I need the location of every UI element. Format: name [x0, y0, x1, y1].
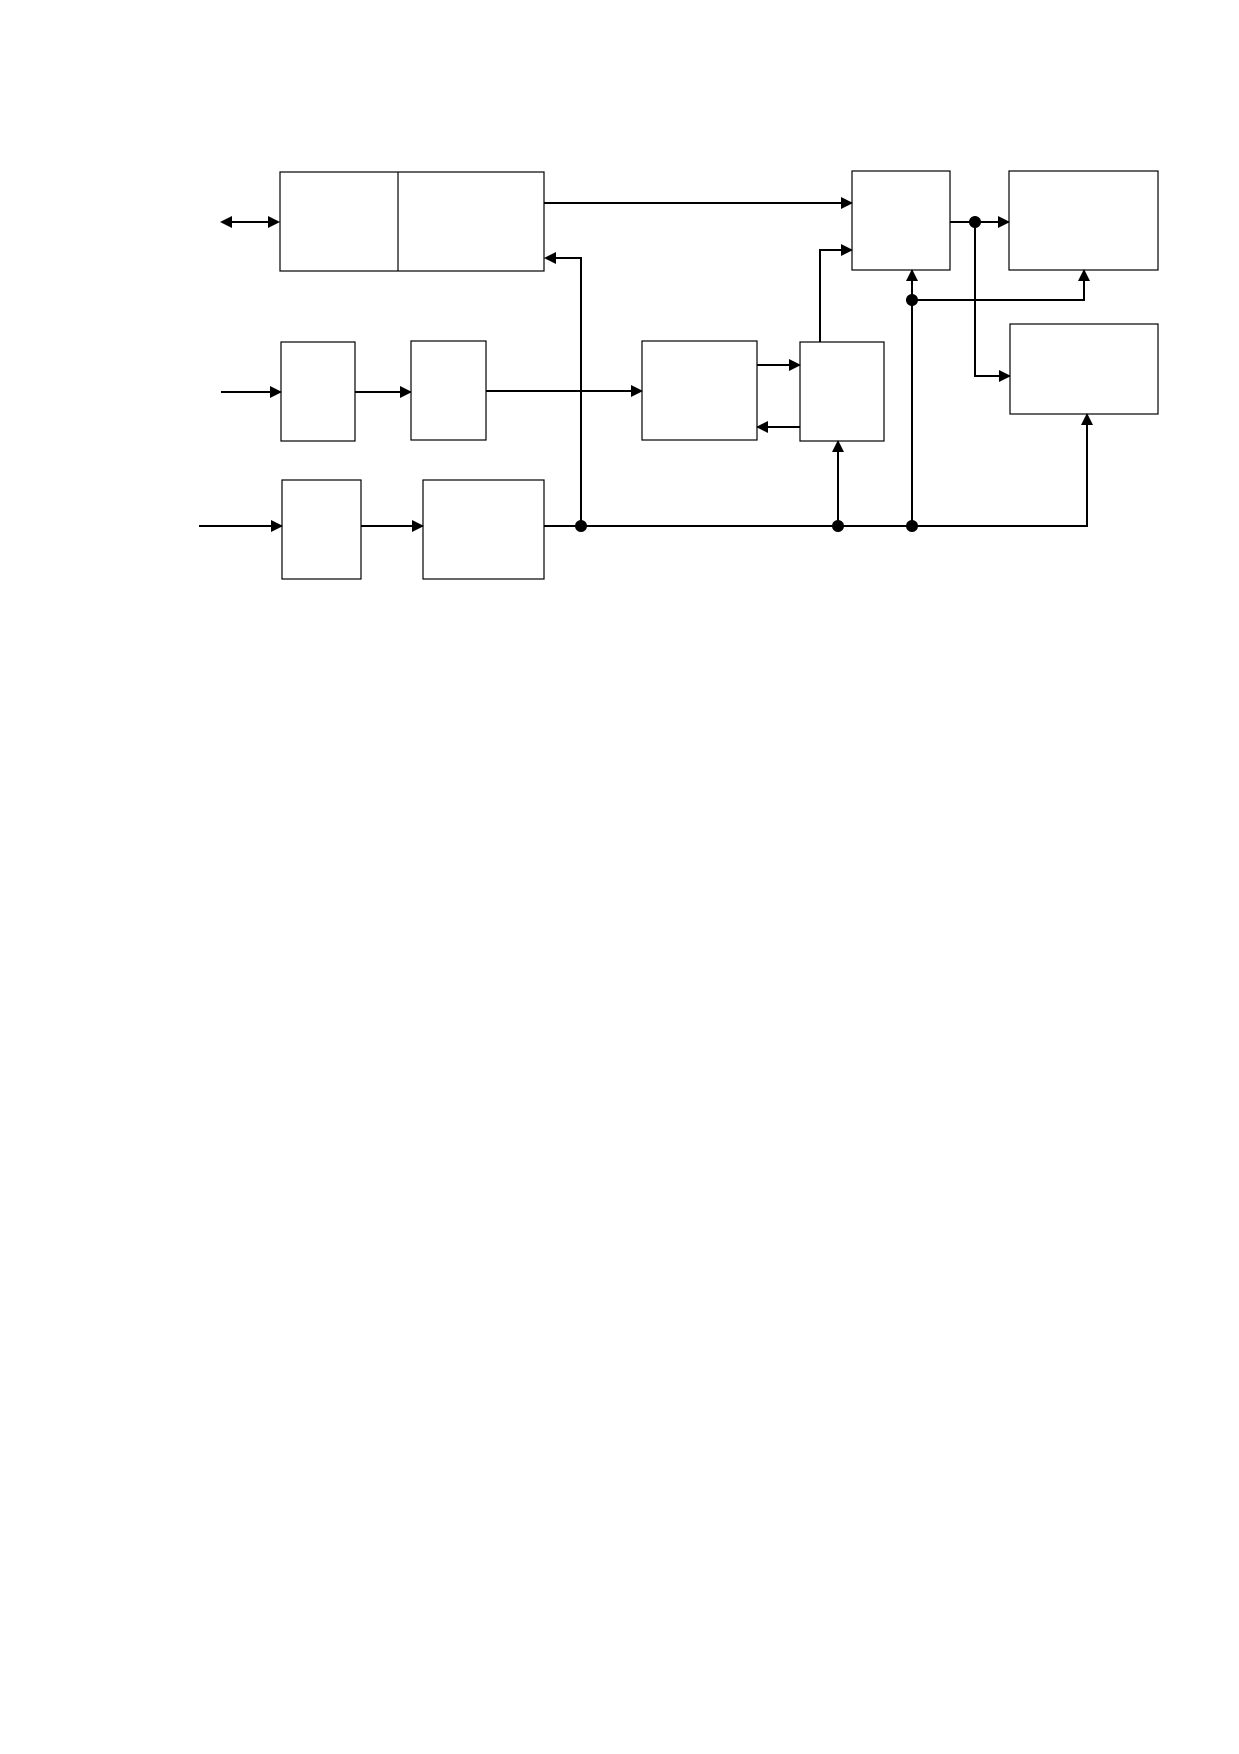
output-to-lower-right — [974, 222, 1011, 382]
bottom-bus-to-lower-right — [544, 413, 1093, 527]
junction-dot — [832, 520, 844, 532]
junctions — [575, 216, 981, 532]
mid-block-4 — [799, 341, 885, 442]
mid-block-2 — [410, 340, 487, 441]
top-right-block — [1008, 170, 1159, 271]
feedback-arrow-top-left — [544, 252, 582, 525]
junction-dot — [906, 520, 918, 532]
connectors — [199, 197, 1093, 532]
junction-dot — [969, 216, 981, 228]
bottom-block-2 — [422, 479, 545, 580]
top-left-block-outer — [279, 171, 545, 272]
junction-dot — [575, 520, 587, 532]
lower-right-block — [1009, 323, 1159, 415]
bottom-block-1 — [281, 479, 362, 580]
mid-block-3 — [641, 340, 758, 441]
mid-block-1 — [280, 341, 356, 442]
branch-to-top-right — [912, 269, 1090, 301]
top-right-mid-block — [851, 170, 951, 271]
mid-to-top-right-arrow — [819, 244, 853, 342]
junction-dot — [906, 294, 918, 306]
blocks — [279, 170, 1159, 580]
